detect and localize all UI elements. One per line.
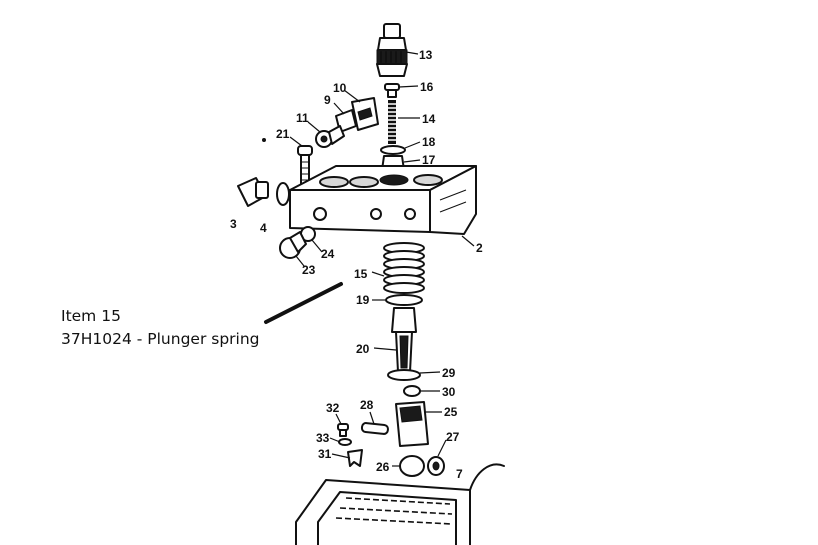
pointer-line bbox=[264, 282, 343, 324]
caption-part-description: 37H1024 - Plunger spring bbox=[61, 330, 260, 348]
part-25-tappet bbox=[395, 401, 429, 447]
dot-marker bbox=[262, 138, 266, 142]
callout-19: 19 bbox=[356, 293, 370, 307]
callout-30: 30 bbox=[442, 385, 456, 399]
callout-26: 26 bbox=[376, 460, 390, 474]
part-19-spring-plate bbox=[385, 294, 423, 306]
callout-20: 20 bbox=[356, 342, 370, 356]
part-33-washer bbox=[338, 438, 352, 446]
part-18-washer bbox=[380, 145, 406, 155]
part-32-screw bbox=[337, 423, 349, 437]
item-caption: Item 15 37H1024 - Plunger spring bbox=[61, 305, 260, 351]
callout-33: 33 bbox=[316, 431, 330, 445]
callout-14: 14 bbox=[422, 112, 436, 126]
callout-13: 13 bbox=[419, 48, 433, 62]
callout-25: 25 bbox=[444, 405, 458, 419]
part-26-roller bbox=[399, 455, 425, 477]
part-28-pin bbox=[360, 422, 389, 435]
part-27-bush bbox=[427, 456, 445, 476]
part-4-washer bbox=[276, 182, 290, 206]
part-30-washer bbox=[403, 385, 421, 397]
callout-10: 10 bbox=[333, 81, 347, 95]
callout-2: 2 bbox=[476, 241, 483, 255]
callout-labels: 13 16 10 9 14 11 21 18 17 3 4 2 24 23 15… bbox=[230, 48, 483, 481]
part-23-plug bbox=[279, 231, 307, 259]
part-16-valve bbox=[384, 83, 400, 98]
part-31-lock-plate bbox=[347, 449, 363, 467]
leader-lines bbox=[289, 51, 475, 467]
callout-23: 23 bbox=[302, 263, 316, 277]
part-2-housing bbox=[289, 165, 477, 235]
part-29-washer bbox=[387, 369, 421, 381]
part-3-plug bbox=[237, 177, 269, 207]
callout-4: 4 bbox=[260, 221, 267, 235]
callout-18: 18 bbox=[422, 135, 436, 149]
callout-32: 32 bbox=[326, 401, 340, 415]
callout-9: 9 bbox=[324, 93, 331, 107]
callout-21: 21 bbox=[276, 127, 290, 141]
callout-31: 31 bbox=[318, 447, 332, 461]
caption-item-number: Item 15 bbox=[61, 307, 121, 325]
callout-11: 11 bbox=[296, 111, 309, 125]
callout-7: 7 bbox=[456, 467, 463, 481]
callout-15: 15 bbox=[354, 267, 368, 281]
part-11-banjo-bolt bbox=[315, 125, 345, 148]
callout-16: 16 bbox=[420, 80, 434, 94]
part-10-bracket bbox=[351, 97, 379, 131]
callout-28: 28 bbox=[360, 398, 374, 412]
part-20-plunger bbox=[391, 307, 417, 373]
part-14-valve-spring bbox=[386, 100, 398, 144]
part-7-base-housing bbox=[295, 463, 505, 545]
callout-17: 17 bbox=[422, 153, 436, 167]
part-15-plunger-spring bbox=[383, 242, 425, 294]
callout-24: 24 bbox=[321, 247, 335, 261]
callout-3: 3 bbox=[230, 217, 237, 231]
callout-29: 29 bbox=[442, 366, 456, 380]
part-13-valve-holder bbox=[376, 23, 408, 77]
callout-27: 27 bbox=[446, 430, 460, 444]
